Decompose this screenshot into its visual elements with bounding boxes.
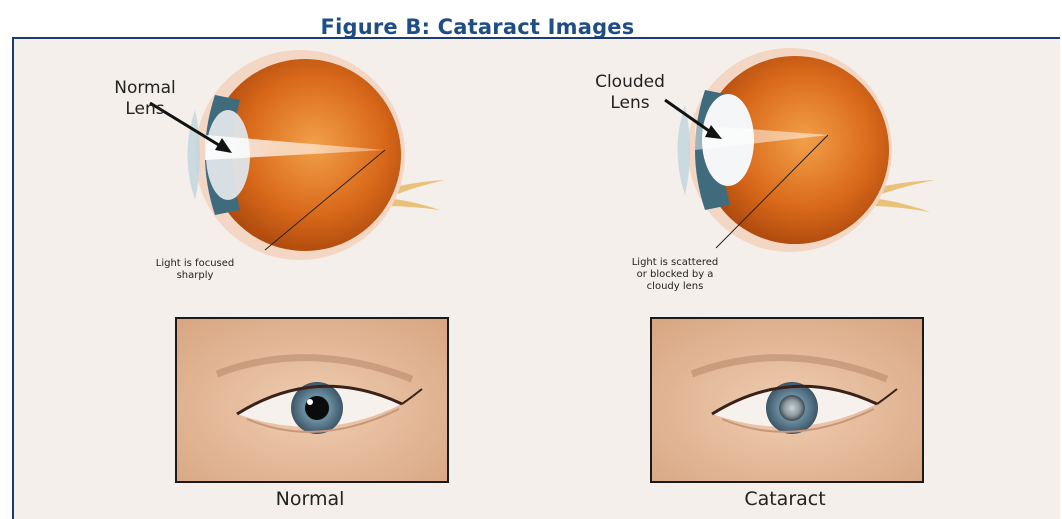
cataract-eye-cross-section [665,48,935,252]
light-focused-label-line1: Light is focused [140,258,250,270]
clouded-lens-label-line2: Lens [585,93,675,114]
clouded-lens-label-line1: Clouded [585,72,675,93]
normal-lens-label-line1: Normal [105,78,185,99]
light-scattered-label-line1: Light is scattered [615,257,735,269]
light-scattered-label-line2: or blocked by a [615,269,735,281]
light-focused-label: Light is focused sharply [140,258,250,282]
light-focused-label-line2: sharply [140,270,250,282]
normal-caption: Normal [175,488,445,510]
light-scattered-label: Light is scattered or blocked by a cloud… [615,257,735,293]
clouded-lens-label: Clouded Lens [585,72,675,114]
normal-lens-label: Normal Lens [105,78,185,120]
light-scattered-label-line3: cloudy lens [615,281,735,293]
normal-eye-photo [175,317,449,483]
normal-lens-label-line2: Lens [105,99,185,120]
cataract-eye-photo [650,317,924,483]
cataract-caption: Cataract [650,488,920,510]
normal-eye-cross-section [150,50,445,260]
